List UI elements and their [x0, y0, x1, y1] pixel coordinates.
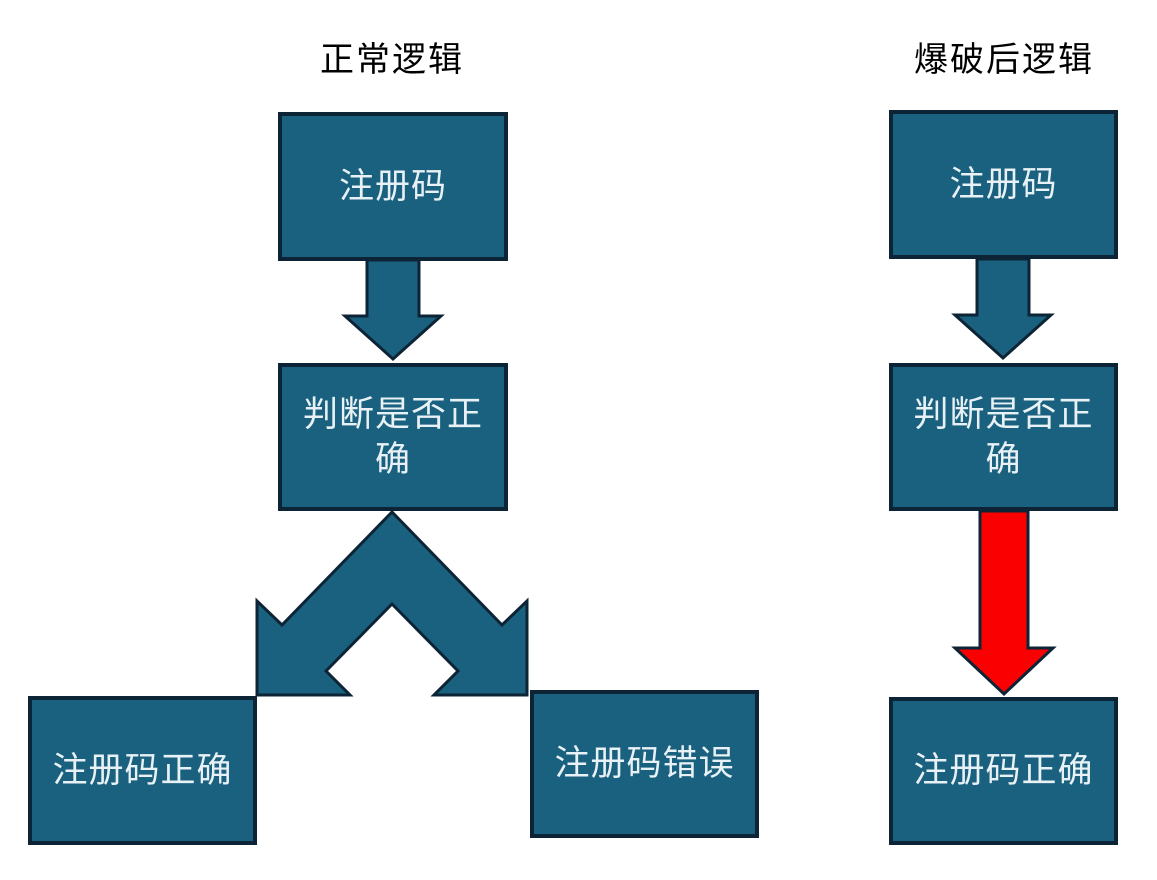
left-flow-title: 正常逻辑 — [320, 41, 464, 79]
left-node-input: 注册码 — [278, 112, 508, 261]
left-down-arrow-icon — [341, 258, 445, 362]
left-node-result-correct-label: 注册码正确 — [52, 750, 233, 790]
left-branch-arrow-icon — [255, 509, 529, 697]
left-node-decision: 判断是否正确 — [278, 363, 508, 511]
left-node-result-wrong-label: 注册码错误 — [554, 744, 735, 784]
left-node-decision-label: 判断是否正确 — [302, 394, 483, 480]
right-down-arrow-icon — [951, 257, 1055, 361]
right-highlight-down-arrow-icon — [951, 509, 1057, 697]
right-node-decision: 判断是否正确 — [889, 363, 1118, 511]
right-flow-title: 爆破后逻辑 — [914, 41, 1094, 79]
left-node-result-wrong: 注册码错误 — [530, 690, 759, 838]
left-node-result-correct: 注册码正确 — [28, 696, 257, 845]
right-node-result-correct: 注册码正确 — [889, 697, 1118, 845]
right-node-result-correct-label: 注册码正确 — [913, 751, 1094, 791]
right-node-decision-label: 判断是否正确 — [913, 394, 1094, 480]
right-node-input: 注册码 — [889, 110, 1118, 259]
right-node-input-label: 注册码 — [949, 164, 1058, 204]
left-node-input-label: 注册码 — [338, 166, 447, 206]
